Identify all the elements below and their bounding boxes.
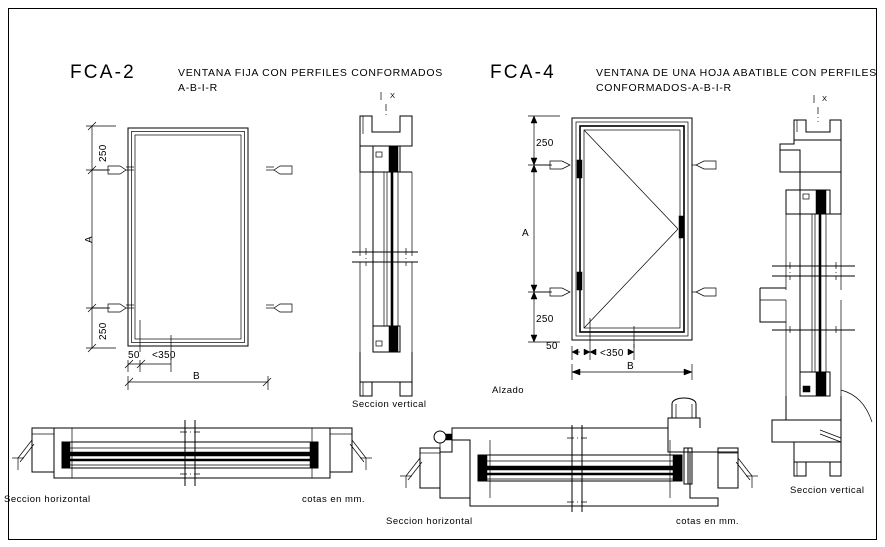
fca4-title-line2: CONFORMADOS-A-B-I-R (596, 82, 732, 94)
fca2-dim-glass: <350 (152, 350, 176, 361)
fca4-anchor-right-top (692, 160, 717, 170)
fca2-title-line2: A-B-I-R (178, 82, 218, 94)
fca2-vertical-section-label: Seccion vertical (352, 399, 427, 410)
fca2-dim-bottom: 250 (98, 322, 109, 340)
fca4-title-line1: VENTANA DE UNA HOJA ABATIBLE CON PERFILE… (596, 67, 877, 79)
fca4-dim-width: B (627, 361, 634, 372)
fca4-anchor-left-bottom (534, 287, 571, 297)
fca2-anchor-left-top (92, 165, 134, 175)
fca4-dim-edge: 50 (546, 341, 558, 352)
fca2-vertical-section: X (352, 91, 427, 410)
fca2-anchor-right-bottom (266, 303, 293, 313)
fca4-dim-height: A (522, 228, 529, 239)
fca2-elevation: 250 250 A (84, 121, 293, 390)
fca4-anchor-left-top (534, 160, 571, 170)
fca4-horizontal-section-label: Seccion horizontal (386, 516, 473, 527)
fca4-vertical-section: X (759, 94, 873, 496)
fca2-hs-anchor-right (349, 439, 372, 470)
fca2-units-note: cotas en mm. (302, 494, 365, 505)
sheet-border (8, 8, 877, 540)
fca2-code: FCA-2 (70, 62, 136, 83)
fca2-dim-height: A (84, 236, 95, 243)
fca2-dim-top: 250 (98, 144, 109, 162)
fca4-hs-anchor-right (735, 457, 758, 488)
fca4-dim-top: 250 (536, 138, 554, 149)
fca4-dim-bottom: 250 (536, 314, 554, 325)
fca4-elevation-label: Alzado (492, 385, 524, 396)
fca2-anchor-left-bottom (92, 303, 134, 313)
fca2-anchor-right-top (266, 165, 293, 175)
fca4-vertical-section-label: Seccion vertical (790, 485, 865, 496)
fca2-horizontal-section-label: Seccion horizontal (4, 494, 91, 505)
fca4-units-note: cotas en mm. (676, 516, 739, 527)
fca2-hs-anchor-left (12, 439, 35, 470)
fca2-title-line1: VENTANA FIJA CON PERFILES CONFORMADOS (178, 67, 443, 79)
fca4-anchor-right-bottom (692, 287, 717, 297)
fca2-dim-edge: 50 (128, 350, 140, 361)
fca4-code: FCA-4 (490, 62, 556, 83)
fca2-horizontal-section: Seccion horizontal cotas en mm. (4, 420, 372, 505)
fca2-dim-width: B (193, 371, 200, 382)
fca4-horizontal-section: Seccion horizontal cotas en mm. (386, 397, 758, 527)
fca4-elevation: 250 250 A (492, 115, 717, 396)
fca4-section-mark: X (822, 94, 827, 103)
fca2-section-mark: X (390, 91, 395, 100)
fca4-hs-anchor-left (400, 457, 423, 488)
fca4-dim-glass: <350 (600, 348, 624, 359)
